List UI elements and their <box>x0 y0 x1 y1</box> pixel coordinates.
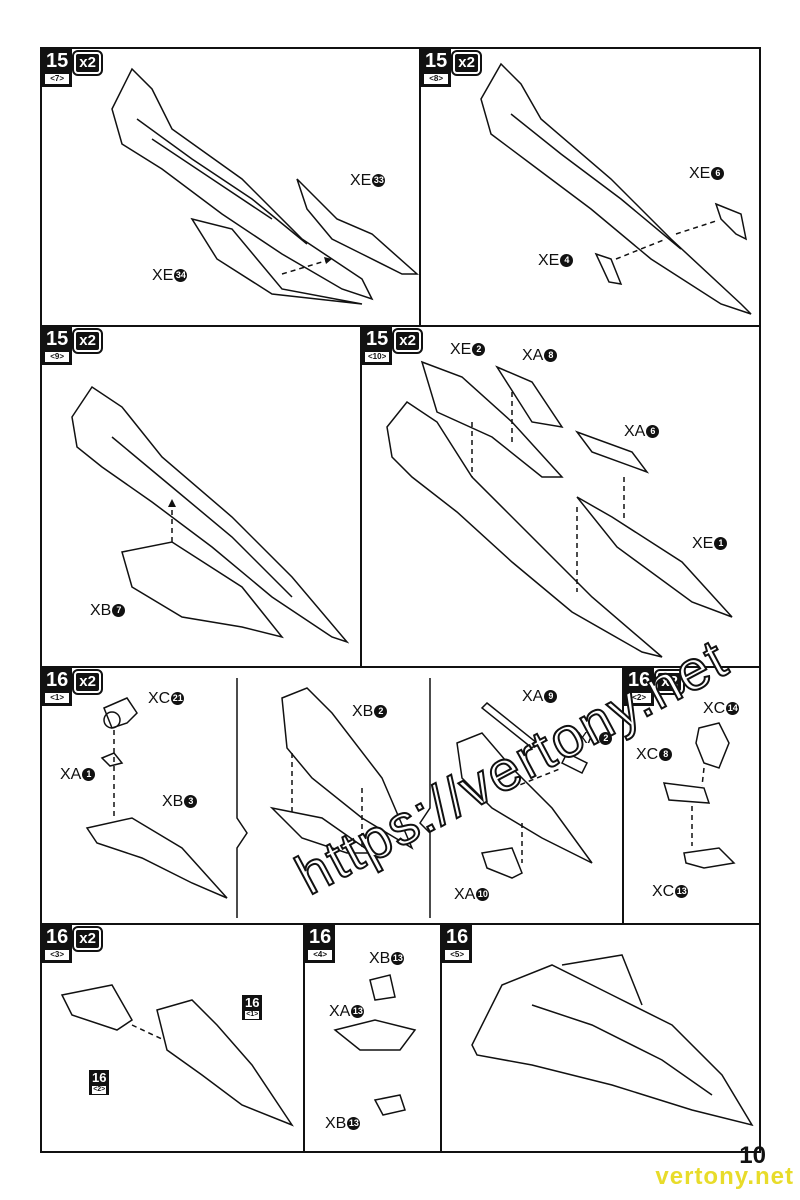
step-number: 16 <box>42 668 73 691</box>
step-number: 16 <box>442 925 473 948</box>
reference-16-2: 16<2> <box>89 1070 110 1095</box>
step-number: 15 <box>42 327 73 350</box>
step-badge: 15<9> x2 <box>42 327 103 365</box>
multiplier: x2 <box>72 669 103 695</box>
multiplier: x2 <box>451 50 482 76</box>
multiplier: x2 <box>72 328 103 354</box>
multiplier: x2 <box>392 328 423 354</box>
substep: <7> <box>44 73 71 85</box>
substep: <2> <box>626 692 653 704</box>
step-number: 16 <box>42 925 73 948</box>
step-badge: 15<7> x2 <box>42 49 103 87</box>
reference-16-1: 16<1> <box>242 995 263 1020</box>
step-badge: 16<4> <box>305 925 336 963</box>
step-badge: 15<10> x2 <box>362 327 423 365</box>
step-number: 16 <box>305 925 336 948</box>
step-number: 16 <box>624 668 655 691</box>
substep: <4> <box>307 949 334 961</box>
panel-16-5: 16<5> <box>440 923 761 1153</box>
step-number: 15 <box>42 49 73 72</box>
step-number: 15 <box>421 49 452 72</box>
step-badge: 16<2> x2 <box>624 668 685 706</box>
assembly-drawing <box>662 722 736 869</box>
multiplier: x2 <box>72 926 103 952</box>
substep: <10> <box>364 351 391 363</box>
panel-16-3: 16<3> x2 16<1> 16<2> <box>40 923 305 1153</box>
assembly-drawing <box>111 67 419 305</box>
assembly-drawing <box>333 974 417 1116</box>
page-number: 10 <box>739 1142 766 1169</box>
substep: <1> <box>44 692 71 704</box>
substep: <5> <box>444 949 471 961</box>
step-badge: 16<1> x2 <box>42 668 103 706</box>
assembly-drawing <box>85 678 593 918</box>
assembly-drawing <box>386 360 733 658</box>
site-logo-text: vertony.net <box>655 1163 794 1190</box>
substep: <9> <box>44 351 71 363</box>
step-number: 15 <box>362 327 393 350</box>
assembly-drawing <box>71 385 350 644</box>
assembly-drawing <box>480 62 752 315</box>
multiplier: x2 <box>654 669 685 695</box>
assembly-drawing <box>471 954 754 1127</box>
step-badge: 16<5> <box>442 925 473 963</box>
substep: <3> <box>44 949 71 961</box>
step-badge: 16<3> x2 <box>42 925 103 963</box>
substep: <8> <box>423 73 450 85</box>
multiplier: x2 <box>72 50 103 76</box>
assembly-drawing <box>60 984 294 1127</box>
step-badge: 15<8> x2 <box>421 49 482 87</box>
